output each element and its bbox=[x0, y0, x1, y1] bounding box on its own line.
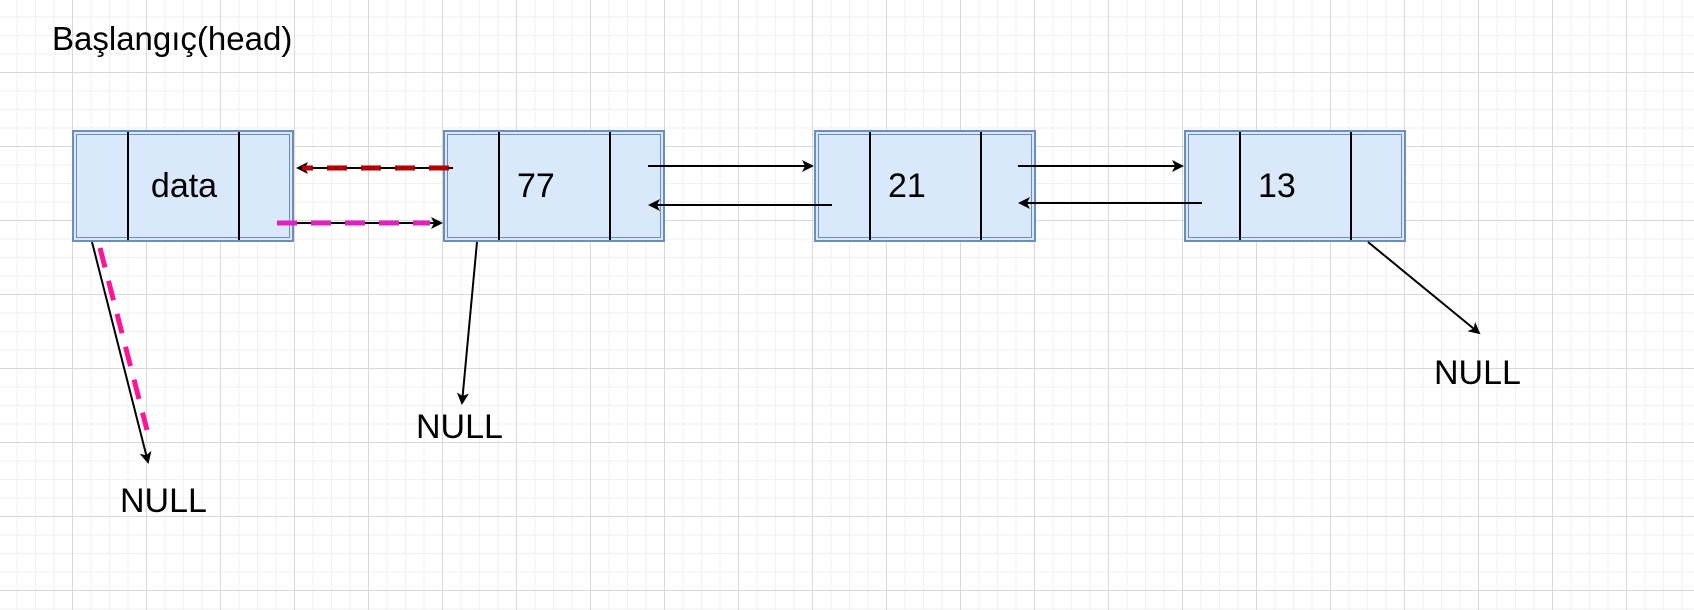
null-arrow bbox=[456, 241, 478, 405]
null-arrow bbox=[91, 241, 152, 464]
null-arrow bbox=[1367, 241, 1481, 335]
node-value: 13 bbox=[1258, 166, 1296, 205]
dashed-highlight bbox=[97, 247, 150, 431]
node-divider bbox=[1350, 132, 1352, 240]
node-divider bbox=[980, 132, 982, 240]
node-divider bbox=[238, 132, 240, 240]
node-13[interactable]: 13 bbox=[1184, 130, 1406, 242]
node-value: 21 bbox=[888, 166, 926, 205]
node-divider bbox=[869, 132, 871, 240]
node-divider bbox=[127, 132, 129, 240]
node-head[interactable]: data bbox=[72, 130, 294, 242]
null-label: NULL bbox=[120, 482, 207, 520]
node-divider bbox=[609, 132, 611, 240]
node-21[interactable]: 21 bbox=[814, 130, 1036, 242]
node-value: data bbox=[150, 166, 218, 205]
head-label: Başlangıç(head) bbox=[52, 20, 293, 57]
node-divider bbox=[498, 132, 500, 240]
node-value: 77 bbox=[517, 166, 555, 205]
node-77[interactable]: 77 bbox=[443, 130, 665, 242]
null-label: NULL bbox=[1434, 354, 1521, 392]
node-divider bbox=[1239, 132, 1241, 240]
null-label: NULL bbox=[416, 408, 503, 446]
